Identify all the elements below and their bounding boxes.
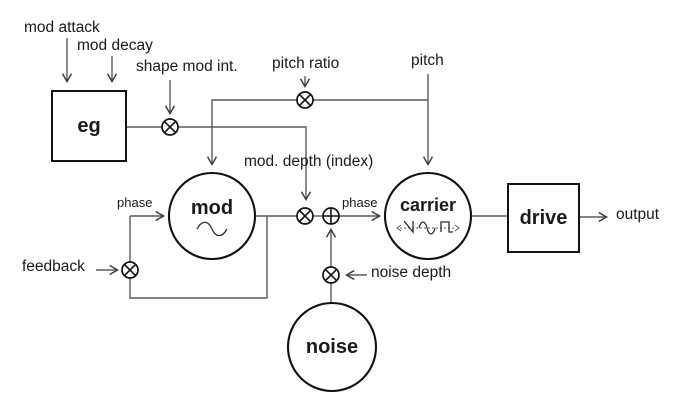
carrier-oscillator-circle (383, 171, 473, 261)
label-output: output (616, 206, 660, 223)
waveform-select-icon (396, 220, 460, 235)
label-noise-depth: noise depth (371, 264, 452, 281)
label-phase-carrier: phase (342, 195, 378, 210)
sine-wave-icon (196, 221, 228, 236)
drive-node-label: drive (519, 206, 568, 229)
multiply-icon-pitch-ratio (296, 91, 314, 109)
carrier-node-label: carrier (399, 195, 457, 215)
label-pitch-ratio: pitch ratio (272, 55, 340, 72)
mod-node-label: mod (190, 196, 234, 219)
multiply-icon-feedback (121, 261, 139, 279)
label-pitch: pitch (411, 52, 444, 69)
drive-node-box: drive (507, 183, 580, 253)
mod-node: mod (169, 175, 255, 257)
eg-node-box: eg (51, 90, 127, 162)
label-shape-mod-int: shape mod int. (136, 58, 238, 75)
arrow-pitchline-to-mod (206, 99, 297, 167)
eg-node-label: eg (77, 114, 101, 137)
mod-oscillator-circle (167, 171, 257, 261)
multiply-icon-mod-depth (296, 207, 314, 225)
multiply-icon-shape-mod (161, 118, 179, 136)
carrier-node: carrier (385, 177, 471, 255)
noise-node: noise (288, 303, 376, 391)
multiply-icon-noise-depth (322, 266, 340, 284)
noise-generator-circle (286, 301, 378, 393)
label-mod-depth: mod. depth (index) (244, 153, 374, 170)
noise-node-label: noise (305, 335, 359, 358)
add-icon-phase-sum (322, 207, 340, 225)
label-feedback: feedback (22, 258, 85, 275)
wire-feedback-loop (129, 216, 268, 299)
label-mod-decay: mod decay (77, 37, 153, 54)
label-phase-mod: phase (117, 195, 153, 210)
arrow-eg-to-depth-multiplier (178, 126, 312, 202)
label-mod-attack: mod attack (24, 19, 100, 36)
